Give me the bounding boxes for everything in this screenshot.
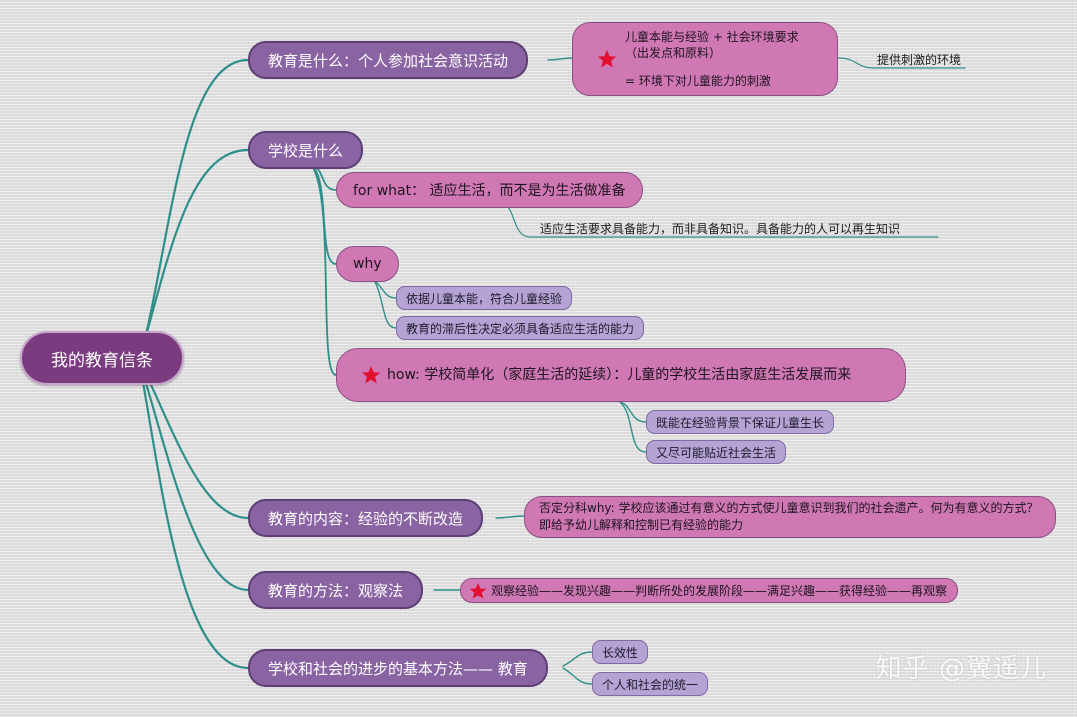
branch-method[interactable]: 教育的方法：观察法: [248, 571, 424, 609]
progress-item-1-label: 长效性: [602, 645, 639, 660]
why-item-1-label: 依据儿童本能，符合儿童经验: [406, 291, 563, 306]
what-is-education-detail[interactable]: 儿童本能与经验 + 社会环境要求 （出发点和原料） = 环境下对儿童能力的刺激: [572, 22, 838, 96]
watermark: 知乎 @翼遥儿: [875, 654, 1047, 684]
connector-how-item1: [619, 401, 647, 423]
school-why[interactable]: why: [336, 246, 399, 282]
connector-progress-item2: [562, 667, 593, 685]
connector-what-detail: [547, 57, 573, 61]
why-item-2-label: 教育的滞后性决定必须具备适应生活的能力: [406, 321, 635, 336]
branch-content[interactable]: 教育的内容：经验的不断改造: [248, 499, 484, 537]
what-detail-line2: （出发点和原料）: [625, 46, 722, 60]
school-why-label: why: [353, 256, 382, 272]
connector-why-item1: [373, 279, 397, 299]
branch-what-is-education-label: 教育是什么：个人参加社会意识活动: [268, 51, 509, 70]
progress-item-2-label: 个人和社会的统一: [602, 677, 699, 692]
root-node[interactable]: 我的教育信条: [20, 331, 184, 385]
school-how[interactable]: how: 学校简单化（家庭生活的延续）：儿童的学校生活由家庭生活发展而来: [336, 348, 906, 402]
why-item-2[interactable]: 教育的滞后性决定必须具备适应生活的能力: [396, 316, 645, 340]
branch-progress-label: 学校和社会的进步的基本方法—— 教育: [268, 659, 528, 678]
school-how-label: how: 学校简单化（家庭生活的延续）：儿童的学校生活由家庭生活发展而来: [387, 367, 852, 383]
content-detail-label: 否定分科why: 学校应该通过有意义的方式使儿童意识到我们的社会遗产。何为有意义…: [539, 501, 1039, 532]
how-item-2-label: 又尽可能贴近社会生活: [656, 445, 777, 460]
connector-root-progress: [138, 364, 250, 670]
star-icon: [361, 365, 381, 385]
how-item-1-label: 既能在经验背景下保证儿童生长: [656, 415, 825, 430]
connector-progress-item1: [562, 651, 593, 667]
root-label: 我的教育信条: [51, 350, 153, 371]
progress-item-2[interactable]: 个人和社会的统一: [592, 672, 709, 696]
connector-what-note: [837, 57, 966, 69]
connector-why-item2: [373, 279, 397, 329]
progress-item-1[interactable]: 长效性: [592, 640, 649, 664]
branch-method-label: 教育的方法：观察法: [268, 581, 404, 600]
star-icon: [469, 582, 487, 600]
connector-root-school: [138, 148, 250, 360]
branch-what-is-education[interactable]: 教育是什么：个人参加社会意识活动: [248, 41, 529, 79]
what-detail-line3: = 环境下对儿童能力的刺激: [625, 74, 771, 88]
how-item-2[interactable]: 又尽可能贴近社会生活: [646, 440, 787, 464]
star-icon: [597, 49, 617, 69]
school-for-what-label: for what： 适应生活，而不是为生活做准备: [353, 183, 626, 199]
branch-progress[interactable]: 学校和社会的进步的基本方法—— 教育: [248, 649, 548, 687]
connector-root-content: [138, 360, 250, 520]
branch-what-is-school-label: 学校是什么: [268, 141, 344, 160]
why-item-1[interactable]: 依据儿童本能，符合儿童经验: [396, 286, 573, 310]
what-is-education-note[interactable]: 提供刺激的环境: [873, 49, 965, 69]
connector-root-method: [138, 362, 250, 592]
what-detail-line1: 儿童本能与经验 + 社会环境要求: [625, 30, 799, 44]
method-detail[interactable]: 观察经验——发现兴趣——判断所处的发展阶段——满足兴趣——获得经验——再观察: [460, 578, 959, 603]
content-detail[interactable]: 否定分科why: 学校应该通过有意义的方式使儿童意识到我们的社会遗产。何为有意义…: [524, 496, 1056, 538]
branch-content-label: 教育的内容：经验的不断改造: [268, 509, 464, 528]
school-for-what-note[interactable]: 适应生活要求具备能力，而非具备知识。具备能力的人可以再生知识: [536, 218, 904, 238]
connector-root-what: [138, 58, 250, 360]
school-for-what[interactable]: for what： 适应生活，而不是为生活做准备: [336, 172, 643, 208]
branch-what-is-school[interactable]: 学校是什么: [248, 131, 364, 169]
how-item-1[interactable]: 既能在经验背景下保证儿童生长: [646, 410, 835, 434]
connector-school-how: [311, 165, 337, 376]
connector-forwhat-note: [507, 206, 939, 238]
connector-content-detail: [495, 515, 525, 519]
method-detail-label: 观察经验——发现兴趣——判断所处的发展阶段——满足兴趣——获得经验——再观察: [491, 584, 948, 598]
school-for-what-note-label: 适应生活要求具备能力，而非具备知识。具备能力的人可以再生知识: [540, 221, 901, 236]
connector-how-item2: [619, 401, 647, 453]
what-note-label: 提供刺激的环境: [877, 52, 962, 67]
